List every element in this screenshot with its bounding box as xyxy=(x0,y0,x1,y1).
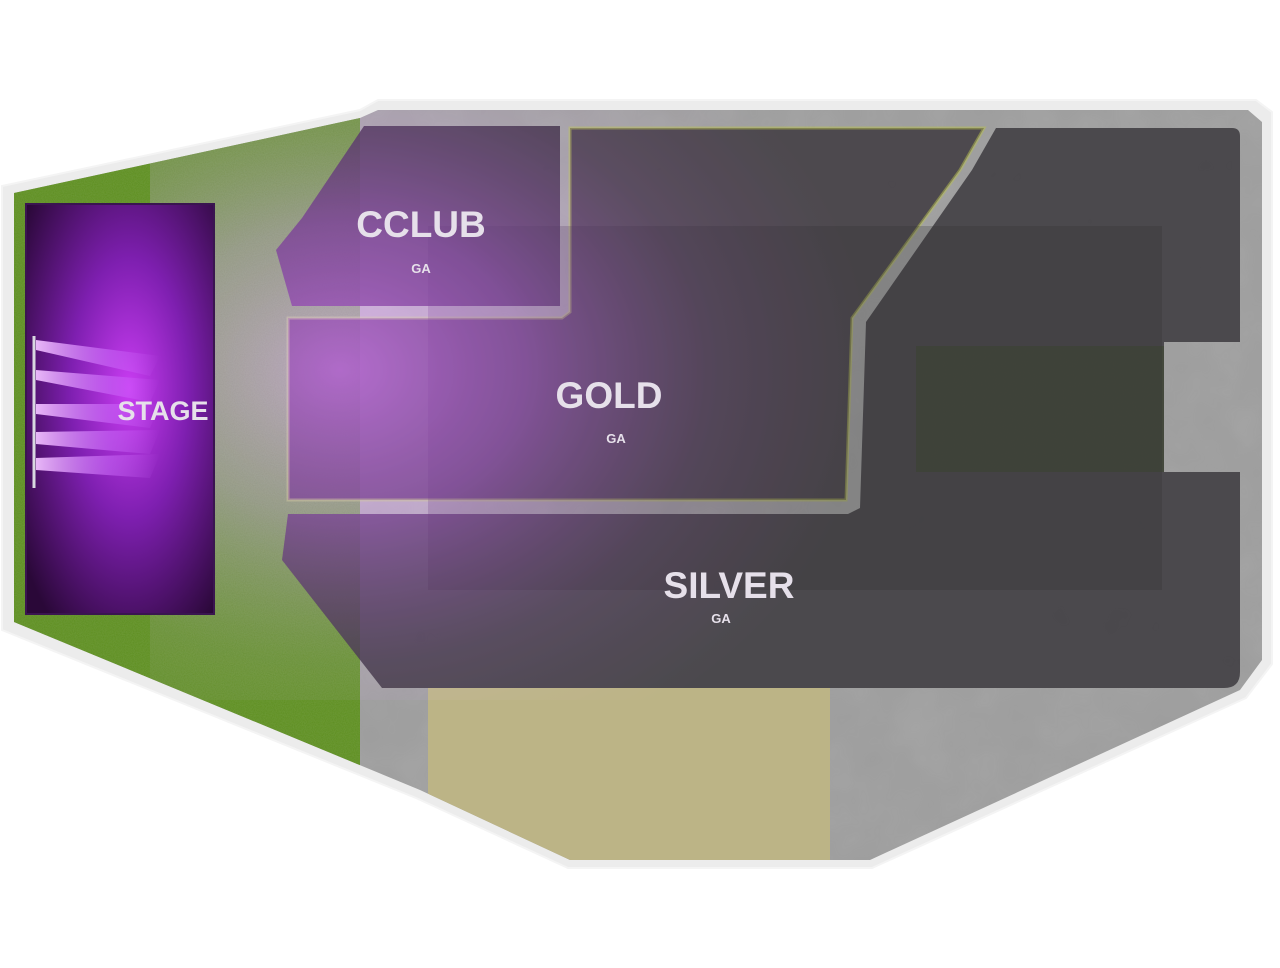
stage-label: STAGE xyxy=(117,396,208,426)
sand-area xyxy=(428,688,830,860)
gold-name: GOLD xyxy=(556,375,663,416)
light-beam xyxy=(36,340,160,376)
silver-name: SILVER xyxy=(664,565,795,606)
silver-type: GA xyxy=(711,611,731,626)
light-beam xyxy=(36,454,160,478)
stage-light-beams xyxy=(36,340,160,478)
cclub-type: GA xyxy=(411,261,431,276)
stage-light-wash xyxy=(150,110,910,700)
cclub-name: CCLUB xyxy=(356,204,485,245)
light-beam xyxy=(36,370,160,402)
light-beam xyxy=(36,404,160,428)
stage[interactable]: STAGE xyxy=(25,203,215,615)
light-beam xyxy=(36,430,160,454)
gold-type: GA xyxy=(606,431,626,446)
